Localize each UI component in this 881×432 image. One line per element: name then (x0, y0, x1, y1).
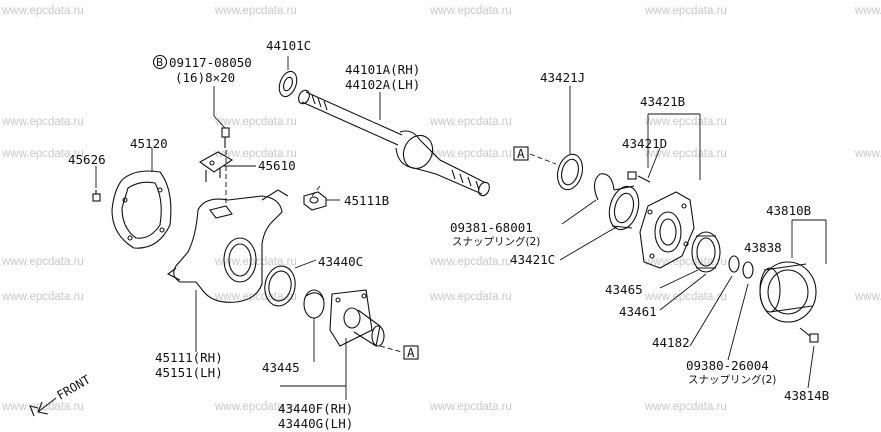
watermark: www.epcdata.ru (644, 291, 727, 303)
watermark: www.epcdata.ru (1, 291, 84, 303)
ref-box-a-right: A (513, 146, 529, 161)
label-09381: 09381-68001 (450, 220, 533, 235)
label-44182: 44182 (652, 335, 690, 350)
label-43810b: 43810B (766, 203, 811, 218)
label-43421c: 43421C (510, 252, 555, 267)
part-43440c-seal (264, 265, 296, 307)
label-45120: 45120 (130, 136, 168, 151)
label-43440g: 43440G(LH) (278, 416, 353, 431)
label-45111: 45111(RH) (155, 350, 223, 365)
ref-letter: A (407, 345, 415, 360)
part-44101c-seal (278, 70, 298, 98)
part-43421d-bolt (627, 171, 651, 183)
label-43445: 43445 (262, 360, 300, 375)
watermark: www.epcdata.ru (1, 256, 84, 268)
part-43421b-hub (639, 191, 695, 269)
part-45626-bolt (92, 190, 101, 202)
watermark: www.epcdata.ru (1, 5, 84, 17)
watermarks: www.epcdata.ru www.epcdata.ru www.epcdat… (1, 5, 881, 413)
part-43814b-bolt (799, 327, 819, 343)
watermark: www.epcdata.ru (214, 401, 297, 413)
label-43838: 43838 (744, 240, 782, 255)
watermark: www.epcdata.ru (214, 116, 297, 128)
watermark: www.epcdata.ru (1, 401, 84, 413)
watermark: www.epcdata.ru (1, 116, 84, 128)
ref-letter: A (517, 146, 525, 161)
label-43440f: 43440F(RH) (278, 401, 353, 416)
watermark: www.epcdata.ru (854, 291, 881, 303)
label-43421d: 43421D (622, 136, 667, 151)
part-45120-gasket (111, 170, 172, 249)
label-45610: 45610 (258, 158, 296, 173)
watermark: www.epcdata.ru (429, 116, 512, 128)
leader-lines (95, 56, 827, 400)
watermark: www.epcdata.ru (644, 5, 727, 17)
watermark: www.epcdata.ru (854, 148, 881, 160)
label-44102a: 44102A(LH) (345, 77, 420, 92)
watermark: www.epcdata.ru (214, 291, 297, 303)
part-09117-bolt (221, 127, 230, 148)
part-44101a-axle-shaft (298, 89, 490, 197)
part-45111b-bushing (303, 191, 327, 211)
part-43810b-lock-hub (759, 261, 817, 323)
label-44101c: 44101C (266, 38, 311, 53)
watermark: www.epcdata.ru (1, 148, 84, 160)
watermark: www.epcdata.ru (429, 291, 512, 303)
part-43421j-seal (556, 153, 584, 191)
ref-box-a-left: A (403, 345, 419, 360)
watermark: www.epcdata.ru (644, 401, 727, 413)
label-43440c: 43440C (318, 254, 363, 269)
bolt-symbol-letter: B (156, 57, 163, 69)
label-43465: 43465 (605, 282, 643, 297)
label-09117-spec: (16)8×20 (175, 70, 235, 85)
part-43440f-spindle (329, 289, 385, 347)
watermark: www.epcdata.ru (429, 5, 512, 17)
label-43814b: 43814B (784, 388, 829, 403)
watermark: www.epcdata.ru (429, 256, 512, 268)
label-09381-note: スナップリング(2) (452, 235, 540, 248)
watermark: www.epcdata.ru (644, 116, 727, 128)
label-45151: 45151(LH) (155, 365, 223, 380)
part-labels: 44101C 09117-08050 (16)8×20 44101A(RH) 4… (68, 38, 829, 431)
label-43421j: 43421J (540, 70, 585, 85)
label-45111b: 45111B (344, 193, 389, 208)
label-09380-note: スナップリング(2) (688, 373, 776, 386)
watermark: www.epcdata.ru (854, 5, 881, 17)
part-09381-snap-ring (593, 173, 615, 201)
label-09117: 09117-08050 (169, 55, 252, 70)
watermark: www.epcdata.ru (214, 5, 297, 17)
part-43461-bearing (691, 231, 721, 273)
part-45111-knuckle (166, 189, 289, 303)
part-44182-washer (728, 255, 740, 273)
bolt-symbol: B (152, 54, 168, 70)
watermark: www.epcdata.ru (429, 148, 512, 160)
label-45626: 45626 (68, 152, 106, 167)
part-43421c-bearing (608, 185, 640, 231)
label-43421b: 43421B (640, 94, 685, 109)
part-09380-snap-ring (742, 261, 754, 279)
label-09380: 09380-26004 (686, 358, 769, 373)
front-label: FRONT (55, 372, 93, 402)
watermark: www.epcdata.ru (429, 401, 512, 413)
watermark: www.epcdata.ru (644, 148, 727, 160)
watermark: www.epcdata.ru (214, 148, 297, 160)
part-45610-bracket (198, 151, 234, 182)
part-43445-seal (303, 289, 325, 319)
label-43461: 43461 (619, 304, 657, 319)
label-44101a: 44101A(RH) (345, 62, 420, 77)
